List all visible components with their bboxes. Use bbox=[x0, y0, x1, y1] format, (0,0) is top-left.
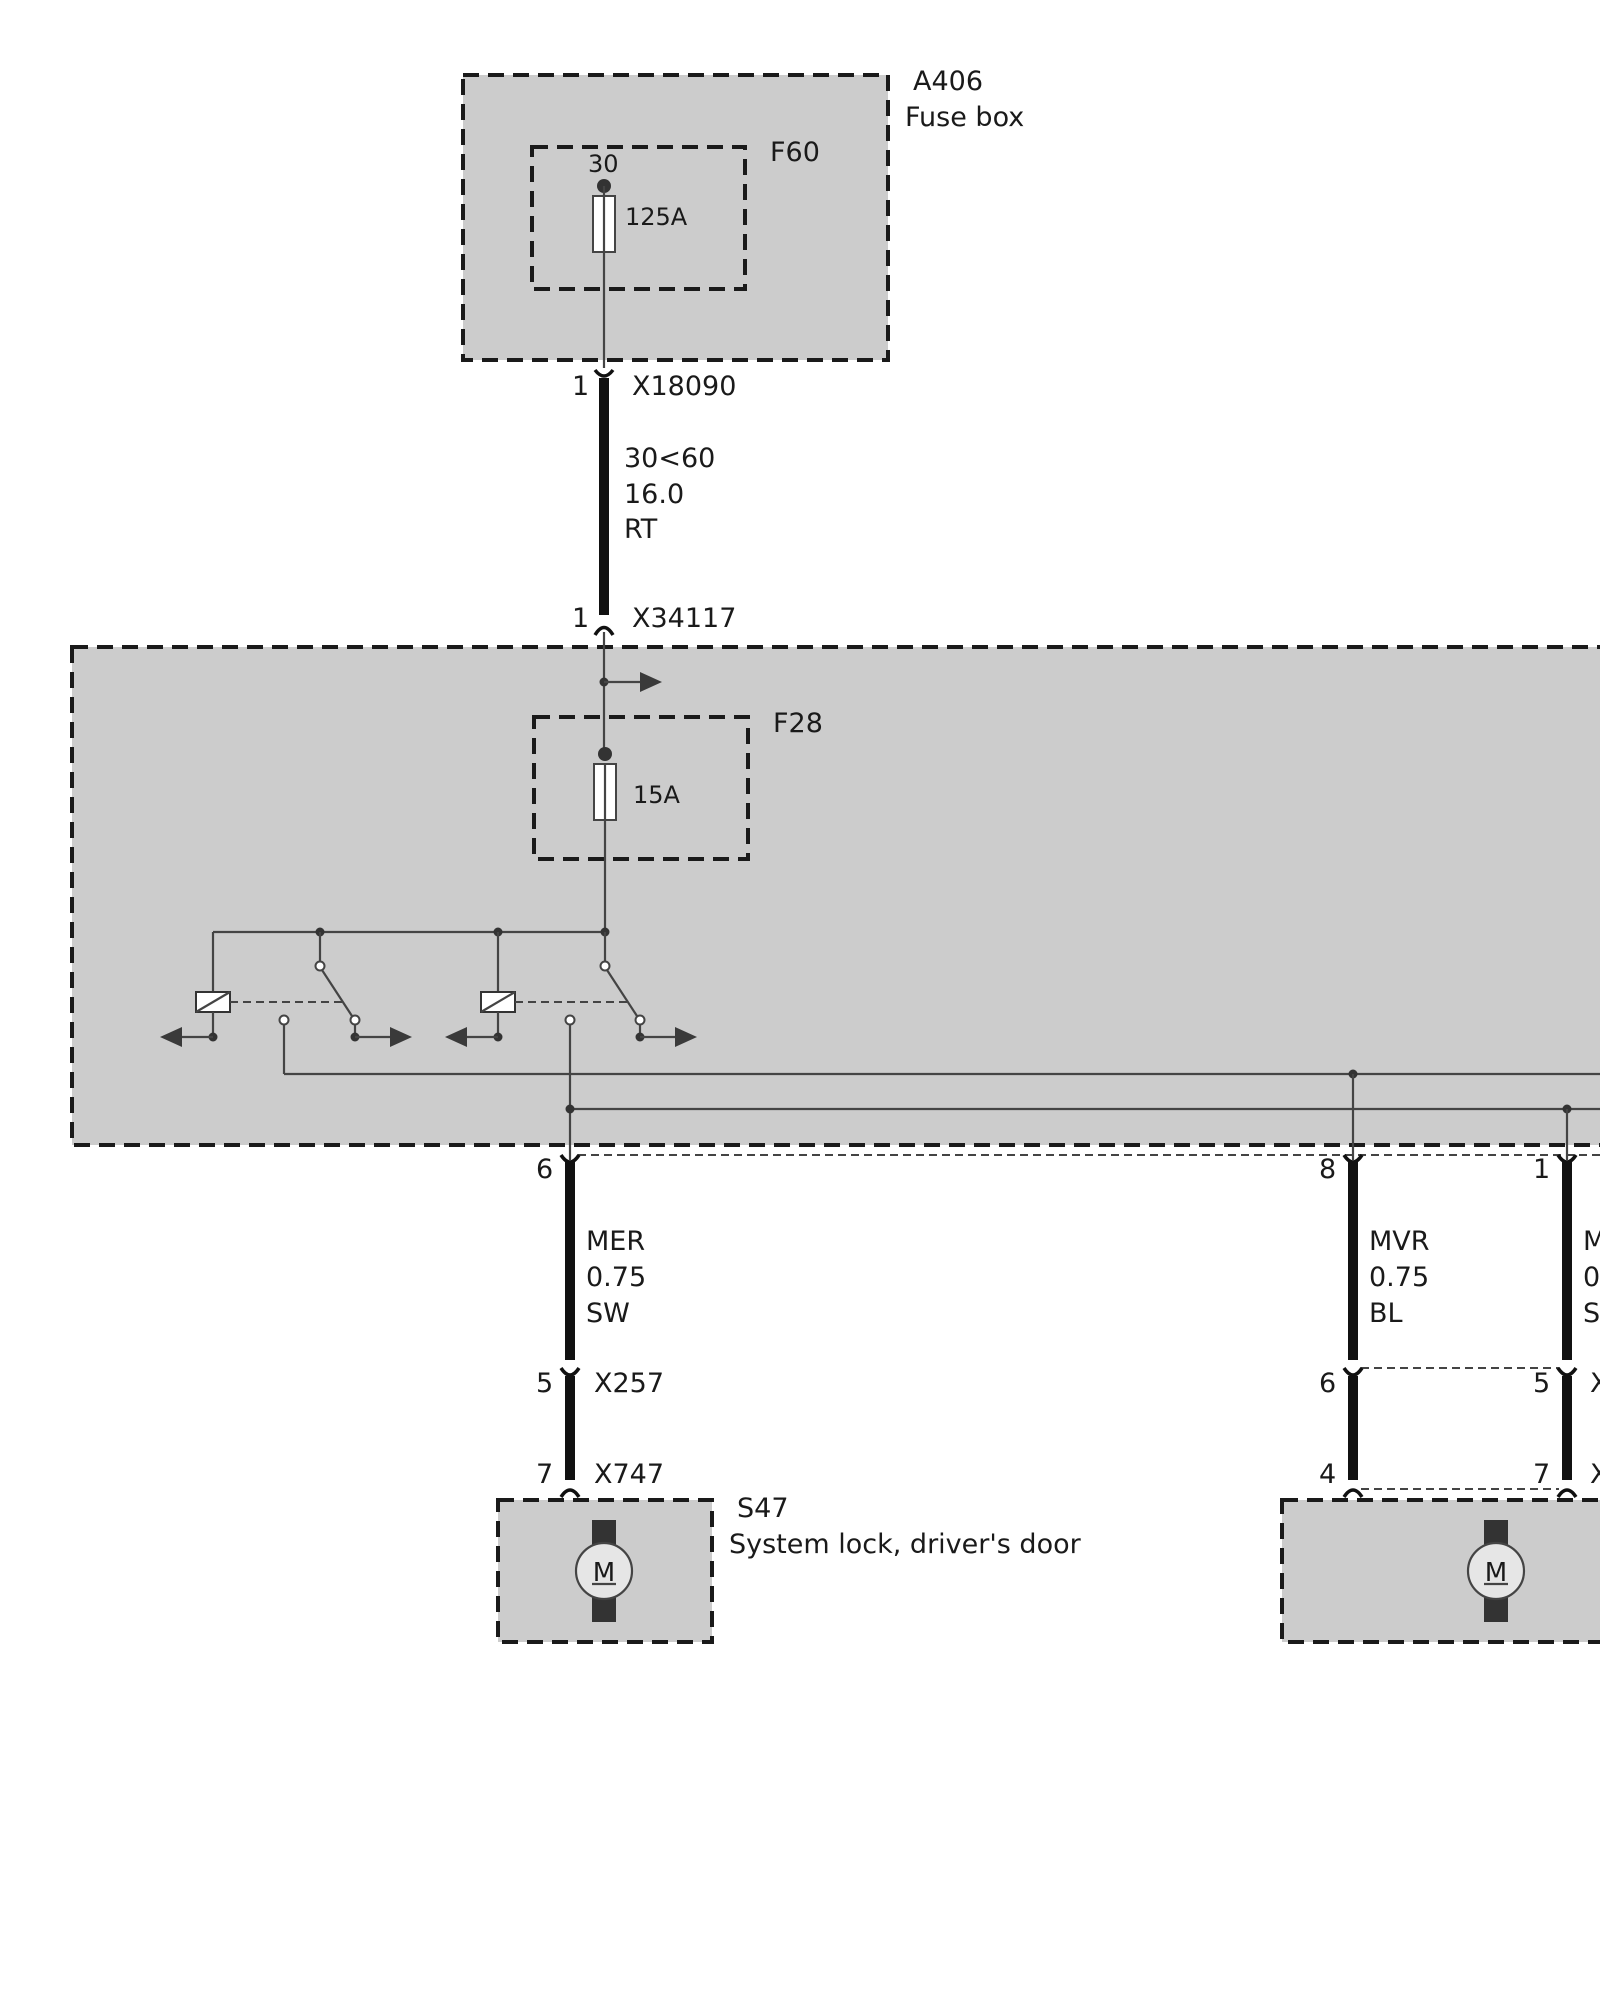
fuse-f60-id: F60 bbox=[770, 137, 820, 168]
relay-1-output-arrow bbox=[390, 1027, 412, 1047]
connector-x747-pin: 7 bbox=[536, 1459, 553, 1490]
fuse-box-id: A406 bbox=[913, 66, 983, 97]
connector-x257-pin: 5 bbox=[536, 1368, 553, 1399]
fuse-box-name: Fuse box bbox=[905, 102, 1024, 133]
feed-wire-circuit: 30<60 bbox=[624, 443, 715, 474]
feed-wire-color: RT bbox=[624, 514, 658, 545]
system-lock-drivers-door: M S47 System lock, driver's door bbox=[496, 1493, 1082, 1644]
fuse-f28-id: F28 bbox=[773, 708, 823, 739]
relay-2 bbox=[445, 932, 697, 1160]
second-lock-branch: 8 1 MVR 0.75 BL M 0 S 6 5 X 4 7 X M bbox=[1280, 1153, 1600, 1644]
connector-x34117-pin: 1 bbox=[572, 603, 589, 634]
second-lock-low-connector: X bbox=[1590, 1459, 1600, 1490]
drivers-door-branch: 6 MER 0.75 SW 5 X257 7 X747 M S47 System… bbox=[496, 1153, 1082, 1644]
relay-1 bbox=[160, 932, 412, 1074]
connector-x18090-pin: 1 bbox=[572, 371, 589, 402]
relay-2-ground-arrow bbox=[445, 1027, 467, 1047]
second-lock-pin-left: 8 bbox=[1319, 1154, 1336, 1185]
second-lock-low-pin-left: 4 bbox=[1319, 1459, 1336, 1490]
drivers-door-module-pin: 6 bbox=[536, 1154, 553, 1185]
second-lock-pin-right: 1 bbox=[1533, 1154, 1550, 1185]
feed-wire-size: 16.0 bbox=[624, 479, 684, 510]
branch-arrow bbox=[640, 672, 662, 692]
fuse-box-a406: A406 Fuse box F60 30 125A bbox=[461, 66, 1024, 368]
relay-1-ground-arrow bbox=[160, 1027, 182, 1047]
motor-icon bbox=[1466, 1541, 1526, 1601]
drivers-door-wire-size: 0.75 bbox=[586, 1262, 646, 1293]
second-lock-component: M bbox=[1280, 1498, 1600, 1644]
second-lock-right-wire-size: 0 bbox=[1583, 1262, 1600, 1293]
second-lock-wire-color: BL bbox=[1369, 1298, 1403, 1329]
drivers-door-wire-circuit: MER bbox=[586, 1226, 645, 1257]
component-s47-id: S47 bbox=[737, 1493, 789, 1524]
connector-x257-id: X257 bbox=[594, 1368, 664, 1399]
connector-x34117-id: X34117 bbox=[632, 603, 736, 634]
fuse-f60-rating: 125A bbox=[625, 203, 688, 231]
fuse-f28-rating: 15A bbox=[633, 781, 681, 809]
connector-x34117: 1 X34117 bbox=[572, 603, 736, 636]
second-lock-wire-circuit: MVR bbox=[1369, 1226, 1430, 1257]
second-lock-mid-pin-right: 5 bbox=[1533, 1368, 1550, 1399]
connector-x18090-id: X18090 bbox=[632, 371, 736, 402]
second-lock-low-pin-right: 7 bbox=[1533, 1459, 1550, 1490]
relay-2-output-arrow bbox=[675, 1027, 697, 1047]
fuse-f60-terminal: 30 bbox=[588, 150, 619, 178]
fuse-f28: F28 15A bbox=[532, 708, 823, 932]
second-lock-right-wire-color: S bbox=[1583, 1298, 1600, 1329]
motor-symbol: M bbox=[593, 1558, 615, 1588]
second-motor-symbol: M bbox=[1485, 1558, 1507, 1588]
motor-icon bbox=[574, 1541, 634, 1601]
second-lock-right-wire-circuit: M bbox=[1583, 1226, 1600, 1257]
connector-x18090: 1 X18090 bbox=[572, 368, 736, 402]
second-lock-mid-connector: X bbox=[1590, 1368, 1600, 1399]
drivers-door-wire-color: SW bbox=[586, 1298, 630, 1329]
feed-wire: 30<60 16.0 RT bbox=[599, 378, 715, 615]
component-s47-name: System lock, driver's door bbox=[729, 1529, 1082, 1560]
connector-x747-id: X747 bbox=[594, 1459, 664, 1490]
second-lock-mid-pin-left: 6 bbox=[1319, 1368, 1336, 1399]
second-lock-wire-size: 0.75 bbox=[1369, 1262, 1429, 1293]
control-module: F28 15A bbox=[70, 632, 1600, 1160]
fuse-f60: F60 30 125A bbox=[530, 137, 820, 368]
